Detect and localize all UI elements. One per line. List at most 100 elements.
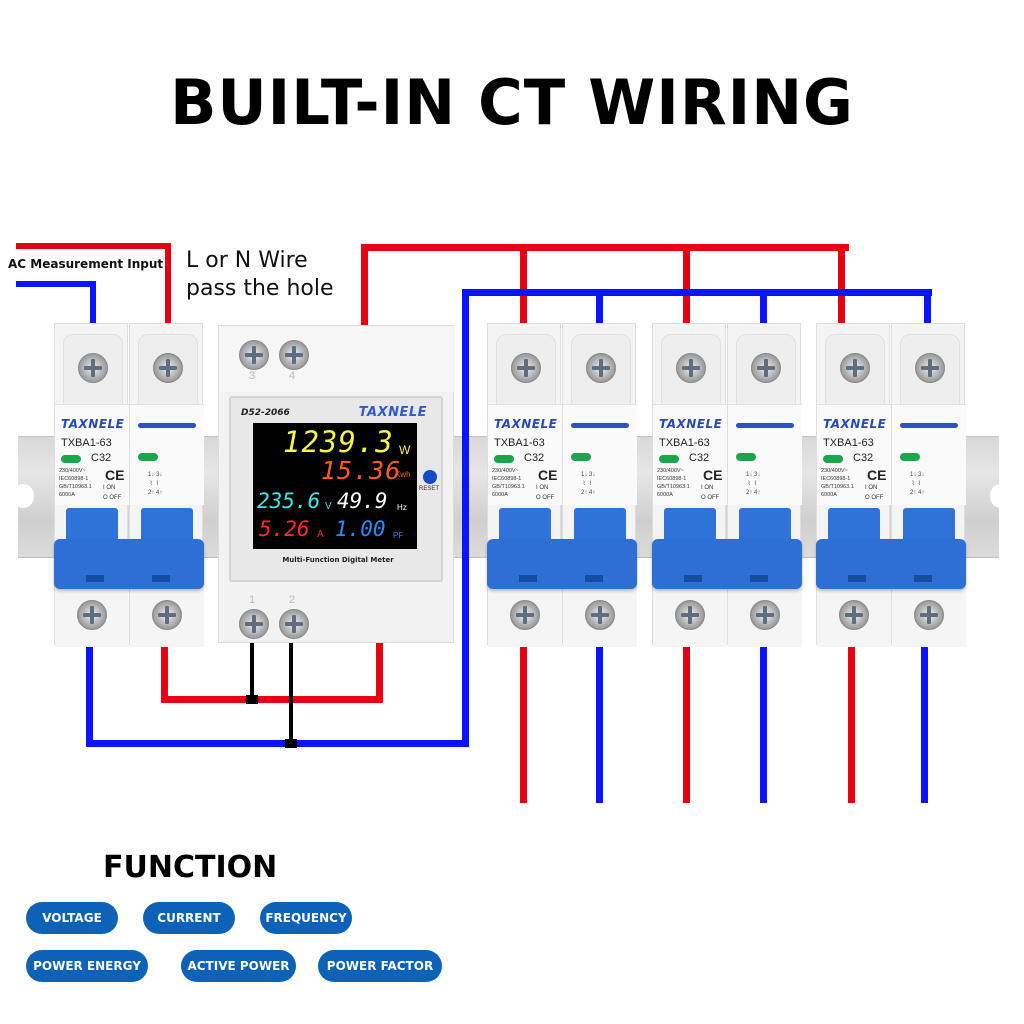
- reset-button[interactable]: [423, 470, 437, 484]
- bottom-terminal: [653, 582, 727, 647]
- meter-display: 1239.3 W 15.36 Kwh 235.6 V 49.9 Hz 5.26 …: [253, 423, 417, 549]
- meter-terminal-1-joint: [246, 695, 258, 704]
- unit-voltage: V: [325, 501, 332, 512]
- breaker-label-panel: 1↓ 3↓ ⌇ ⌇ 2↑ 4↑: [563, 404, 637, 505]
- top-terminal: [661, 334, 721, 416]
- neutral-bus-drop-2: [760, 289, 767, 326]
- pole-diagram-icon: 1↓ 3↓ ⌇ ⌇ 2↑ 4↑: [581, 472, 596, 496]
- reading-current: 5.26: [259, 517, 310, 541]
- status-indicator: [571, 453, 591, 461]
- bottom-terminal: [130, 582, 204, 647]
- handle-slot: [519, 575, 537, 582]
- digital-meter: 3 4 D52-2066 TAXNELE 1239.3 W 15.36 Kwh …: [218, 325, 455, 643]
- handle-slot: [684, 575, 702, 582]
- on-off-indicator: I ON O OFF: [865, 485, 884, 501]
- breaker-pole-right: 1↓ 3↓ ⌇ ⌇ 2↑ 4↑: [129, 323, 204, 647]
- page-title: BUILT-IN CT WIRING: [170, 66, 854, 139]
- on-off-indicator: I ON O OFF: [536, 485, 555, 501]
- unit-power-factor: PF: [393, 531, 404, 540]
- ce-mark: CE: [105, 467, 125, 483]
- breaker-label-panel: TAXNELE TXBA1-63 C32 230/400V~ IEC60898-…: [488, 404, 562, 505]
- terminal-screw-icon: [78, 353, 108, 383]
- top-terminal: [496, 334, 556, 416]
- breaker-model: TXBA1-63: [61, 437, 112, 449]
- pole-diagram-icon: 1↓ 3↓ ⌇ ⌇ 2↑ 4↑: [910, 472, 925, 496]
- function-pill-voltage: VOLTAGE: [26, 902, 118, 934]
- breaker-pole-left: TAXNELE TXBA1-63 C32 230/400V~ IEC60898-…: [487, 323, 562, 647]
- breaker-handle[interactable]: [816, 539, 966, 589]
- breaker-specs: 230/400V~ IEC60898-1 GB/T10963.1 6000A: [492, 468, 525, 498]
- live-input-wire: [16, 243, 171, 249]
- meter-model: D52-2066: [241, 408, 290, 418]
- breaker-specs: 230/400V~ IEC60898-1 GB/T10963.1 6000A: [657, 468, 690, 498]
- on-off-indicator: I ON O OFF: [103, 485, 122, 501]
- breaker-label-panel: 1↓ 3↓ ⌇ ⌇ 2↑ 4↑: [728, 404, 802, 505]
- ac-input-label: AC Measurement Input: [8, 257, 164, 271]
- bottom-terminal: [488, 582, 562, 647]
- top-terminal: [63, 334, 123, 416]
- handle-slot: [152, 575, 170, 582]
- breaker-label-panel: 1↓ 3↓ ⌇ ⌇ 2↑ 4↑: [892, 404, 966, 505]
- terminal-screw-icon: [510, 600, 540, 630]
- terminal-screw-icon: [585, 600, 615, 630]
- breaker-rating: C32: [91, 452, 112, 464]
- meter-face: D52-2066 TAXNELE 1239.3 W 15.36 Kwh 235.…: [229, 396, 443, 582]
- breaker-branch-2[interactable]: TAXNELE TXBA1-63 C32 230/400V~ IEC60898-…: [652, 323, 802, 647]
- status-indicator: [138, 453, 158, 461]
- handle-slot: [914, 575, 932, 582]
- top-terminal: [571, 334, 631, 416]
- function-pill-current: CURRENT: [143, 902, 235, 934]
- branch-1-neutral-out: [596, 643, 603, 803]
- function-pill-frequency: FREQUENCY: [260, 902, 352, 934]
- branch-3-live-out: [848, 643, 855, 803]
- top-terminal: [138, 334, 198, 416]
- top-terminal: [900, 334, 960, 416]
- terminal-screw-icon: [239, 340, 269, 370]
- status-indicator: [61, 455, 81, 463]
- handle-slot: [848, 575, 866, 582]
- status-indicator: [659, 455, 679, 463]
- terminal-label-2: 2: [289, 594, 296, 606]
- terminal-screw-icon: [839, 600, 869, 630]
- reset-label: RESET: [419, 486, 440, 492]
- breaker-rating: C32: [689, 452, 710, 464]
- breaker-brand: TAXNELE: [659, 417, 723, 431]
- breaker-model: TXBA1-63: [494, 437, 545, 449]
- live-bus-drop-3: [838, 244, 845, 326]
- meter-subtitle: Multi-Function Digital Meter: [282, 556, 394, 564]
- pole-marker-bar: [900, 423, 958, 428]
- terminal-label-1: 1: [249, 594, 256, 606]
- reading-power-factor: 1.00: [335, 517, 386, 541]
- reading-energy: 15.36: [321, 456, 402, 485]
- on-off-indicator: I ON O OFF: [701, 485, 720, 501]
- status-indicator: [823, 455, 843, 463]
- terminal-screw-icon: [239, 609, 269, 639]
- live-bus-wire: [361, 244, 849, 251]
- breaker-handle[interactable]: [652, 539, 802, 589]
- live-loop-wire-right: [376, 643, 383, 703]
- breaker-branch-1[interactable]: TAXNELE TXBA1-63 C32 230/400V~ IEC60898-…: [487, 323, 637, 647]
- meter-brand: TAXNELE: [358, 405, 427, 420]
- wire-pass-label: L or N Wire pass the hole: [186, 247, 334, 303]
- breaker-main[interactable]: TAXNELE TXBA1-63 C32 230/400V~ IEC60898-…: [54, 323, 204, 647]
- pole-diagram-icon: 1↓ 3↓ ⌇ ⌇ 2↑ 4↑: [746, 472, 761, 496]
- breaker-label-panel: 1↓ 3↓ ⌇ ⌇ 2↑ 4↑: [130, 404, 204, 505]
- bottom-terminal: [817, 582, 891, 647]
- pole-marker-bar: [571, 423, 629, 428]
- breaker-specs: 230/400V~ IEC60898-1 GB/T10963.1 6000A: [59, 468, 92, 498]
- breaker-label-panel: TAXNELE TXBA1-63 C32 230/400V~ IEC60898-…: [55, 404, 129, 505]
- breaker-label-panel: TAXNELE TXBA1-63 C32 230/400V~ IEC60898-…: [817, 404, 891, 505]
- breaker-brand: TAXNELE: [61, 417, 125, 431]
- terminal-screw-icon: [914, 600, 944, 630]
- breaker-handle[interactable]: [487, 539, 637, 589]
- top-terminal: [825, 334, 885, 416]
- branch-2-neutral-out: [760, 643, 767, 803]
- ce-mark: CE: [703, 467, 723, 483]
- breaker-pole-left: TAXNELE TXBA1-63 C32 230/400V~ IEC60898-…: [652, 323, 727, 647]
- breaker-handle[interactable]: [54, 539, 204, 589]
- breaker-branch-3[interactable]: TAXNELE TXBA1-63 C32 230/400V~ IEC60898-…: [816, 323, 966, 647]
- neutral-input-wire: [16, 281, 96, 287]
- breaker-model: TXBA1-63: [659, 437, 710, 449]
- live-bus-drop-1: [520, 244, 527, 326]
- handle-slot: [585, 575, 603, 582]
